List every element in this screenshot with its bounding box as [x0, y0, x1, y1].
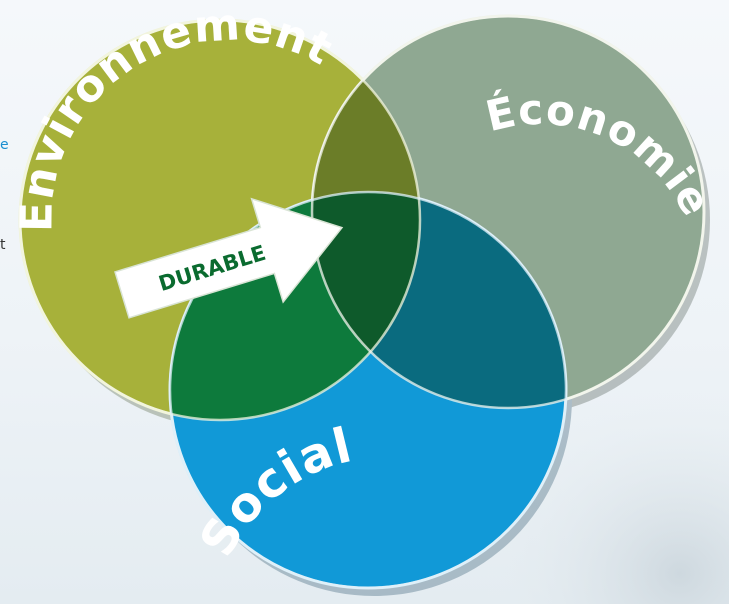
edge-glyph-t: t [0, 237, 6, 253]
circle-outlines [18, 14, 706, 590]
durable-arrow-shape [114, 197, 344, 319]
edge-glyph-e: e [0, 137, 9, 153]
